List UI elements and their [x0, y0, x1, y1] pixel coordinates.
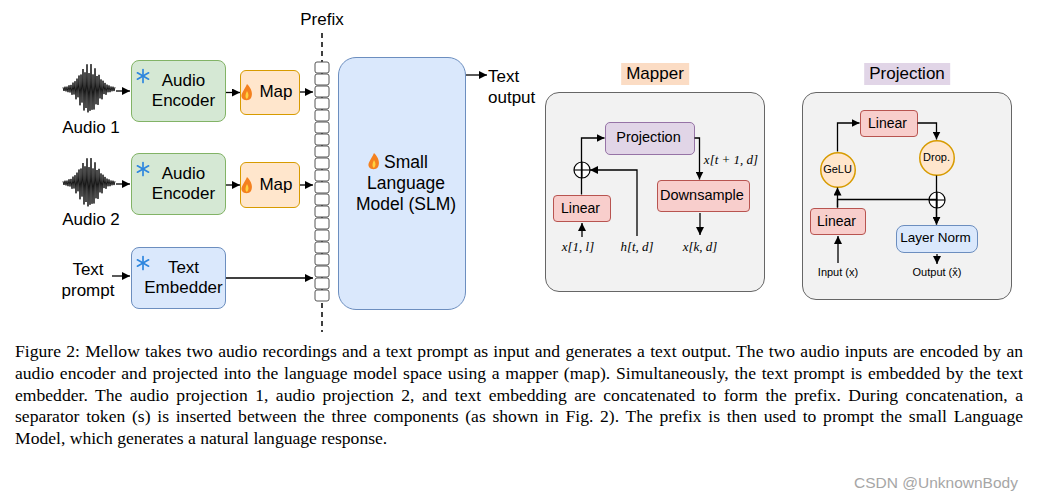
node-label: Audio Encoder: [144, 71, 223, 112]
output-arrow: [936, 254, 937, 264]
projection-box: Projection: [605, 122, 695, 155]
node-label: Downsample: [660, 187, 744, 204]
embedder-box: Text Embedder: [131, 247, 226, 309]
input-arrow: [112, 275, 130, 276]
text-label: Text output: [488, 66, 546, 109]
input-arrow: [581, 223, 582, 237]
watermark: CSDN @UnknownBody: [854, 473, 1018, 492]
prefix-token: [315, 266, 329, 277]
text-label: Audio 2: [62, 209, 120, 230]
node-label: Audio Encoder: [144, 164, 223, 205]
prefix-token: [315, 86, 329, 97]
flame-inner: [246, 91, 249, 99]
text-label: Audio 1: [62, 117, 120, 138]
node-label: Linear: [561, 200, 600, 217]
flame-inner: [373, 160, 376, 168]
text-label: Text prompt: [56, 259, 120, 302]
prefix-token: [315, 170, 329, 181]
prefix-token: [315, 254, 329, 265]
prefix-token: [315, 230, 329, 241]
prefix-token: [315, 218, 329, 229]
encoder-box: Audio Encoder: [131, 153, 226, 215]
prefix-arrow: [226, 277, 313, 278]
prefix-token: [315, 110, 329, 121]
flame-inner: [246, 184, 249, 192]
text-label: h[t, d]: [620, 239, 653, 255]
detail-panel: MapperProjectionLinearDownsample: [545, 92, 765, 292]
node-label: Map: [259, 82, 292, 102]
downsample-box: Downsample: [657, 180, 750, 212]
dropout-circle: Drop.: [919, 140, 955, 176]
output-arrow: [699, 213, 700, 235]
panel-heading: Projection: [864, 63, 950, 85]
prefix-token: [315, 158, 329, 169]
prefix-token: [315, 278, 329, 289]
prefix-arrow: [300, 91, 313, 92]
prefix-token: [315, 206, 329, 217]
prefix-token: [315, 290, 329, 301]
prefix-token: [315, 194, 329, 205]
input-arrow: [116, 183, 130, 184]
prefix-token: [315, 62, 329, 73]
connector-arrow: [226, 184, 240, 185]
circle-shape: [820, 152, 855, 187]
input-arrow: [837, 236, 838, 263]
text-label: x[t + 1, d]: [704, 152, 758, 168]
prefix-token: [315, 242, 329, 253]
prefix-token: [315, 98, 329, 109]
node-label: Linear: [868, 115, 907, 132]
linear-box: Linear: [553, 195, 611, 222]
text-label: Prefix: [300, 9, 343, 30]
node-label: Projection: [616, 129, 680, 146]
prefix-tokens: [315, 62, 329, 301]
prefix-token: [315, 74, 329, 85]
prefix-token: [315, 182, 329, 193]
prefix-token: [315, 134, 329, 145]
node-label: Map: [259, 175, 292, 195]
prefix-arrow: [300, 184, 313, 185]
audio-waveform: [63, 64, 115, 112]
node-label: GeLU: [823, 163, 852, 176]
prefix-token: [315, 146, 329, 157]
text-label: x[k, d]: [683, 239, 718, 255]
encoder-box: Audio Encoder: [131, 60, 226, 122]
gelu-circle: GeLU: [820, 152, 856, 188]
linear-box: Linear: [810, 208, 866, 235]
connector-arrow: [226, 92, 240, 93]
waveform-line: [63, 158, 115, 206]
language-model-box: Small Language Model (SLM): [338, 57, 466, 310]
text-label: x[1, l]: [562, 239, 595, 255]
audio-waveform: [63, 158, 115, 206]
output-arrow: [466, 74, 487, 75]
node-label: Drop.: [923, 151, 950, 164]
circle-shape: [919, 140, 954, 175]
text-label: Input (x): [818, 266, 858, 280]
node-label: Text Embedder: [144, 258, 223, 299]
input-arrow: [116, 90, 130, 91]
waveform-line: [63, 64, 115, 112]
linear-box: Linear: [860, 110, 918, 137]
layernorm-box: Layer Norm: [896, 225, 978, 253]
figure-caption: Figure 2: Mellow takes two audio recordi…: [15, 341, 1023, 450]
panel-heading: Mapper: [621, 63, 689, 85]
node-label: Small Language Model (SLM): [349, 152, 463, 215]
node-label: Linear: [817, 213, 856, 230]
prefix-token: [315, 122, 329, 133]
node-label: Layer Norm: [900, 230, 971, 246]
text-label: Output (x̂): [913, 266, 962, 280]
